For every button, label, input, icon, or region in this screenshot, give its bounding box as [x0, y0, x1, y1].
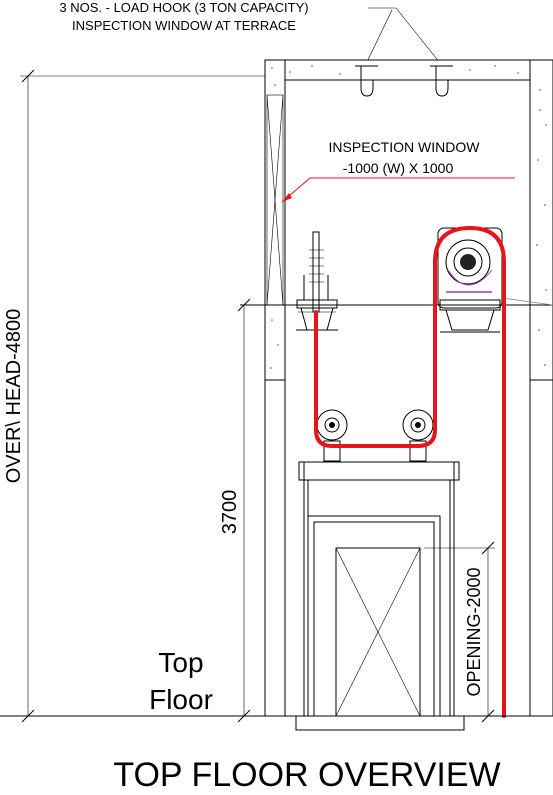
inspection-window-leader [281, 177, 515, 203]
floor-label: Top Floor [149, 647, 213, 715]
load-hook-right [430, 65, 453, 97]
traction-machine [437, 227, 553, 333]
elevator-car [295, 461, 465, 731]
opening-dimension-label: OPENING-2000 [464, 567, 484, 696]
overhead-dimension-label: OVER\ HEAD-4800 [3, 309, 25, 484]
machine-room-floor-left [264, 304, 286, 381]
inspection-window-annotation: INSPECTION WINDOW -1000 (W) X 1000 [281, 139, 515, 203]
drawing-title: TOP FLOOR OVERVIEW [113, 756, 500, 790]
floor-label-line2: Floor [149, 684, 213, 715]
load-hook-label-line1: 3 NOS. - LOAD HOOK (3 TON CAPACITY) [59, 0, 308, 15]
terrace-slab [264, 59, 553, 81]
car-top-pulley-right [402, 409, 434, 462]
shaft-structure [240, 59, 553, 716]
right-shaft-wall [529, 59, 553, 381]
inspection-window-label-line2: -1000 (W) X 1000 [343, 160, 454, 176]
dimension-3700-label: 3700 [219, 490, 241, 535]
hoist-rope [314, 226, 506, 718]
inspection-window-label-line1: INSPECTION WINDOW [329, 139, 481, 155]
car-top-pulley-left [316, 409, 348, 462]
floor-label-line1: Top [158, 647, 203, 678]
dimension-3700: 3700 [219, 298, 251, 723]
load-hook-annotation: 3 NOS. - LOAD HOOK (3 TON CAPACITY) INSP… [59, 0, 445, 69]
load-hook-left [355, 65, 378, 97]
load-hook-leader-2 [363, 9, 393, 69]
load-hook-label-line2: INSPECTION WINDOW AT TERRACE [72, 18, 296, 33]
overhead-dimension: OVER\ HEAD-4800 [3, 69, 265, 723]
concrete-texture [270, 65, 547, 369]
load-hook-leader [368, 7, 445, 69]
opening-dimension: OPENING-2000 [424, 541, 495, 723]
